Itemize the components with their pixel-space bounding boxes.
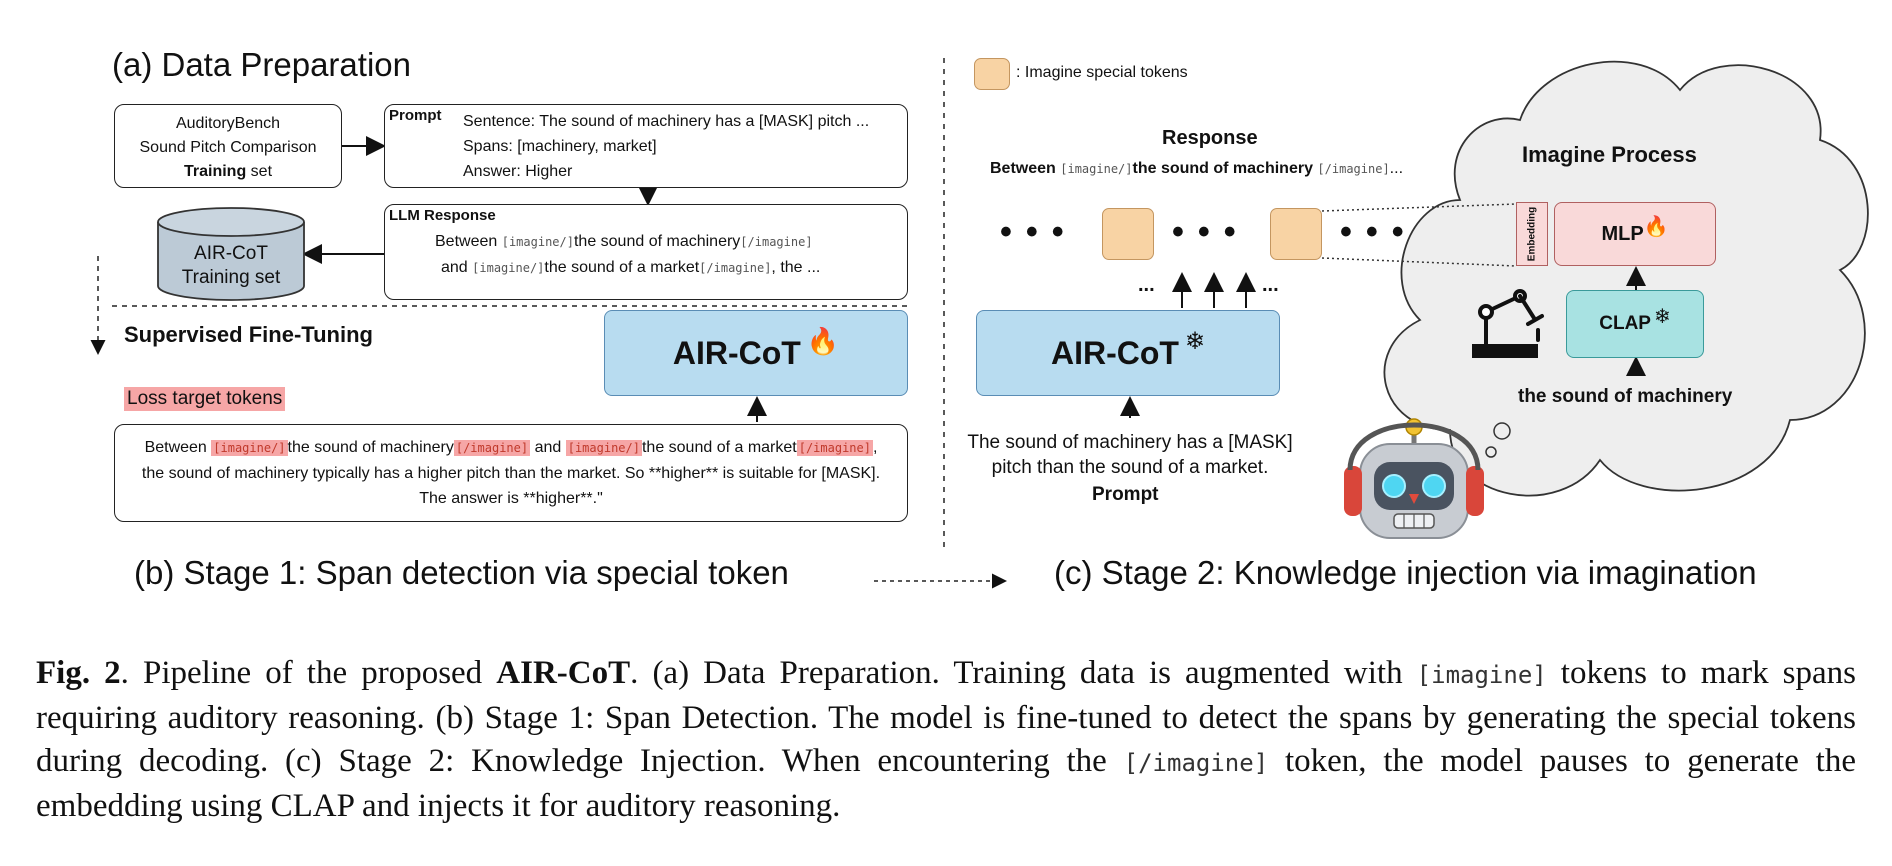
prompt-sentence: Sentence: The sound of machinery has a [… <box>463 113 870 130</box>
embedding-label: Embedding <box>1526 206 1538 262</box>
target-line3: The answer is **higher**." <box>419 490 603 507</box>
prompt-text-c: The sound of machinery has a [MASK] pitc… <box>967 432 1293 478</box>
prompt-label-c: Prompt <box>1092 484 1159 505</box>
target-sequence-box: Between [imagine/]the sound of machinery… <box>114 424 908 522</box>
source-dataset-box: AuditoryBench Sound Pitch Comparison Tra… <box>114 104 342 188</box>
thought-bubble-large <box>1493 422 1511 440</box>
legend-label: : Imagine special tokens <box>1016 64 1188 81</box>
imagine-cloud <box>1383 60 1869 497</box>
fire-icon: 🔥 <box>1643 215 1669 238</box>
dots-left: ••• <box>1000 213 1078 251</box>
prompt-box: Prompt Sentence: The sound of machinery … <box>384 104 908 188</box>
database-label: AIR-CoT Training set <box>181 243 281 288</box>
air-cot-model-stage1: AIR-CoT 🔥 <box>604 310 908 396</box>
imagine-token-open <box>1102 208 1154 260</box>
llm-response-box: LLM Response Between [imagine/]the sound… <box>384 204 908 300</box>
dotted-link-top <box>1321 203 1517 212</box>
llm-response-line2: and [imagine/]the sound of a market[/ima… <box>441 259 821 276</box>
prompt-spans: Spans: [machinery, market] <box>463 138 657 155</box>
response-label: Response <box>1162 127 1258 149</box>
llm-response-label: LLM Response <box>389 207 496 224</box>
snowflake-icon: ❄ <box>1184 327 1206 355</box>
embedding-block: Embedding <box>1516 202 1548 266</box>
source-line1: AuditoryBench <box>175 115 281 132</box>
sound-label: the sound of machinery <box>1518 386 1733 407</box>
target-line2: the sound of machinery typically has a h… <box>141 465 881 482</box>
ellipsis-right: ... <box>1262 274 1279 296</box>
mlp-block: MLP 🔥 <box>1554 202 1716 266</box>
panel-a-title: (a) Data Preparation <box>112 46 411 83</box>
source-line3: Training set <box>183 163 273 180</box>
loss-target-label: Loss target tokens <box>124 387 286 411</box>
robot-arm-icon <box>1472 289 1544 358</box>
dots-right: ••• <box>1340 213 1418 251</box>
source-line2: Sound Pitch Comparison <box>139 139 317 156</box>
figure-caption: Fig. 2. Pipeline of the proposed AIR-CoT… <box>36 655 1857 824</box>
prompt-answer: Answer: Higher <box>463 163 573 180</box>
imagine-process-title: Imagine Process <box>1522 142 1697 167</box>
database-icon <box>157 207 305 301</box>
dotted-link-bottom <box>1321 257 1517 267</box>
legend-token-swatch <box>974 58 1010 90</box>
clap-block: CLAP ❄ <box>1566 290 1704 358</box>
stage2-title: (c) Stage 2: Knowledge injection via ima… <box>1054 554 1757 591</box>
caption-method-name: AIR-CoT <box>496 655 631 691</box>
prompt-label: Prompt <box>389 107 442 124</box>
stage1-title: (b) Stage 1: Span detection via special … <box>134 554 789 591</box>
thought-bubble-small <box>1485 446 1497 458</box>
caption-fig-label: Fig. 2 <box>36 655 121 691</box>
fire-icon: 🔥 <box>806 325 840 356</box>
robot-head-icon <box>1344 418 1484 539</box>
llm-response-line1: Between [imagine/]the sound of machinery… <box>435 233 813 250</box>
imagine-token-close <box>1270 208 1322 260</box>
snowflake-icon: ❄ <box>1653 305 1671 328</box>
sft-label: Supervised Fine-Tuning <box>124 322 373 347</box>
dots-middle: ••• <box>1172 213 1250 251</box>
air-cot-model-stage2: AIR-CoT ❄ <box>976 310 1280 396</box>
ellipsis-left: ... <box>1138 274 1155 296</box>
target-line1: Between [imagine/]the sound of machinery… <box>144 439 878 456</box>
response-text: Between [imagine/]the sound of machinery… <box>990 160 1404 177</box>
